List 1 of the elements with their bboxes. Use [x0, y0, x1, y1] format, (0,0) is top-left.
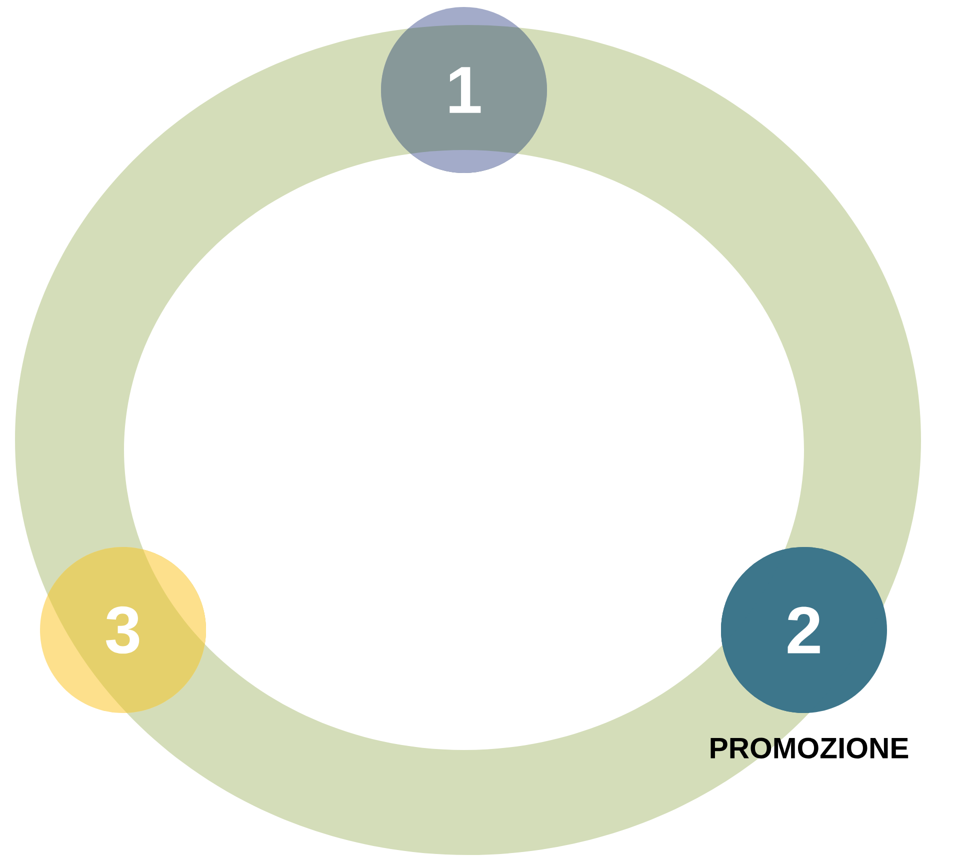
circle-caption: PROMOZIONE	[710, 738, 908, 758]
